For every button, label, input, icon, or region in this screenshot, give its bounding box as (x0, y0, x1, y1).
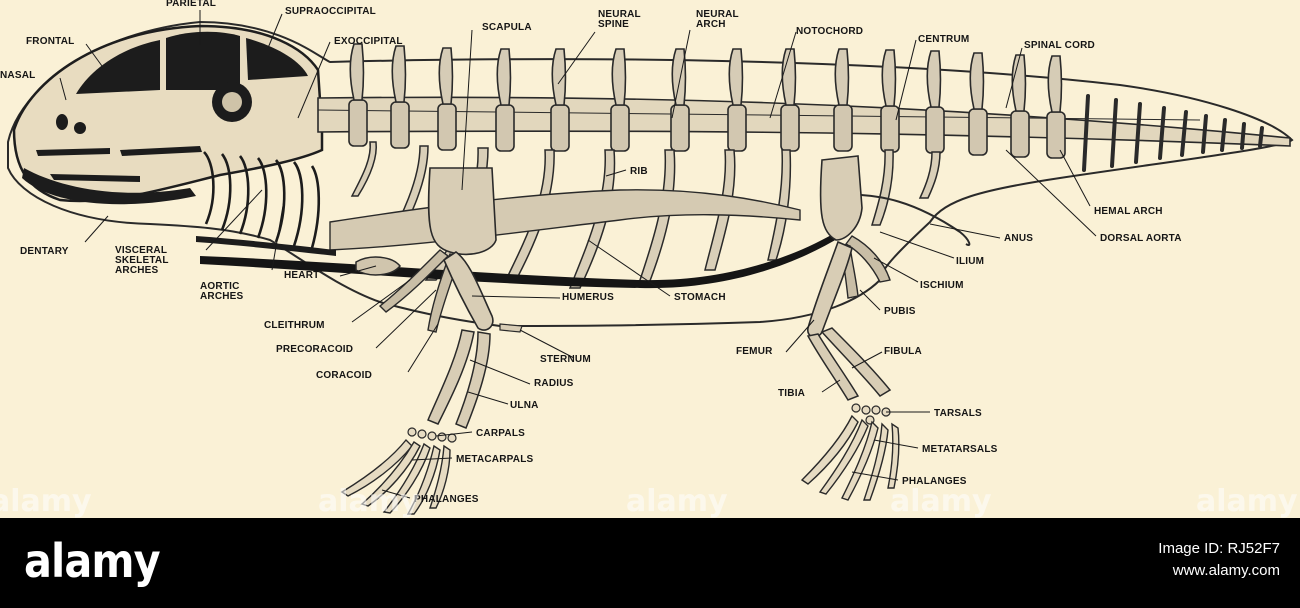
label-precoracoid: PRECORACOID (276, 344, 354, 355)
watermark: alamy (626, 484, 728, 519)
label-femur: FEMUR (736, 346, 773, 357)
cleithrum (378, 249, 450, 313)
stomach (329, 189, 801, 251)
label-nasal: NASAL (0, 70, 36, 81)
gut-line (829, 193, 971, 246)
frontal-bone (76, 40, 160, 94)
label-stomach: STOMACH (674, 292, 726, 303)
watermark: alamy (1196, 484, 1298, 519)
label-rib: RIB (630, 166, 648, 177)
label-radius: RADIUS (534, 378, 574, 389)
label-supraoccipital: SUPRAOCCIPITAL (285, 6, 376, 17)
label-fibula: FIBULA (884, 346, 922, 357)
label-frontal: FRONTAL (26, 36, 75, 47)
skeleton-drawing (7, 10, 1294, 515)
label-centrum: CENTRUM (918, 34, 970, 45)
label-ulna: ULNA (510, 400, 539, 411)
label-scapula: SCAPULA (482, 22, 532, 33)
front-foot-drawing (340, 438, 451, 515)
label-phalanges-hind: PHALANGES (902, 476, 967, 487)
heart (355, 256, 401, 276)
label-tibia: TIBIA (778, 388, 806, 399)
label-spinal-cord: SPINAL CORD (1024, 40, 1095, 51)
label-carpals: CARPALS (476, 428, 525, 439)
label-aortic-arches: AORTIC ARCHES (200, 281, 244, 302)
hind-foot-drawing (800, 414, 900, 501)
skull-jaw-bars (22, 168, 196, 205)
watermark: alamy (890, 484, 992, 519)
label-hemal-arch: HEMAL ARCH (1094, 206, 1163, 217)
label-coracoid: CORACOID (316, 370, 373, 381)
label-tarsals: TARSALS (934, 408, 982, 419)
watermark: alamy (318, 484, 420, 519)
label-pubis: PUBIS (884, 306, 916, 317)
label-metacarpals: METACARPALS (456, 454, 534, 465)
label-sternum: STERNUM (540, 354, 591, 365)
skeleton-diagram: PARIETAL SUPRAOCCIPITAL FRONTAL EXOCCIPI… (0, 0, 1300, 519)
skull (12, 24, 324, 203)
label-notochord: NOTOCHORD (796, 26, 864, 37)
image-info: Image ID: RJ52F7 www.alamy.com (1158, 538, 1280, 582)
alamy-logo[interactable]: alamy (24, 534, 161, 588)
ischium (844, 235, 891, 283)
label-visceral-skeletal-arches: VISCERAL SKELETAL ARCHES (115, 245, 169, 276)
spinal-column (317, 96, 1291, 147)
label-exoccipital: EXOCCIPITAL (334, 36, 403, 47)
label-neural-spine: NEURAL SPINE (598, 9, 641, 30)
aortic-arch-bar (196, 236, 336, 256)
site-link[interactable]: www.alamy.com (1172, 562, 1280, 579)
label-cleithrum: CLEITHRUM (264, 320, 325, 331)
label-ischium: ISCHIUM (920, 280, 964, 291)
label-parietal: PARIETAL (166, 0, 217, 9)
label-metatarsals: METATARSALS (922, 444, 998, 455)
radius (427, 329, 475, 425)
ilium (819, 155, 863, 241)
visceral-arches (202, 151, 321, 249)
supraoccipital-bone (246, 38, 308, 80)
label-ilium: ILIUM (956, 256, 985, 267)
tail-spines (1082, 94, 1264, 172)
label-phalanges-front: PHALANGES (414, 494, 479, 505)
label-anus: ANUS (1004, 233, 1034, 244)
tibia (806, 333, 860, 401)
label-heart: HEART (284, 270, 320, 281)
footer-bar: alamy Image ID: RJ52F7 www.alamy.com (0, 518, 1300, 608)
parietal-bone (166, 31, 240, 90)
label-dentary: DENTARY (20, 246, 69, 257)
image-id: Image ID: RJ52F7 (1158, 540, 1280, 557)
dorsal-aorta-line (200, 230, 842, 289)
label-humerus: HUMERUS (562, 292, 614, 303)
humerus (443, 251, 494, 331)
sternum (499, 323, 523, 333)
fibula (820, 327, 892, 397)
label-neural-arch: NEURAL ARCH (696, 9, 739, 30)
femur (807, 240, 853, 338)
leader-lines (59, 10, 1097, 499)
scapula (427, 167, 497, 256)
watermark: alamy (0, 484, 92, 519)
label-dorsal-aorta: DORSAL AORTA (1100, 233, 1182, 244)
